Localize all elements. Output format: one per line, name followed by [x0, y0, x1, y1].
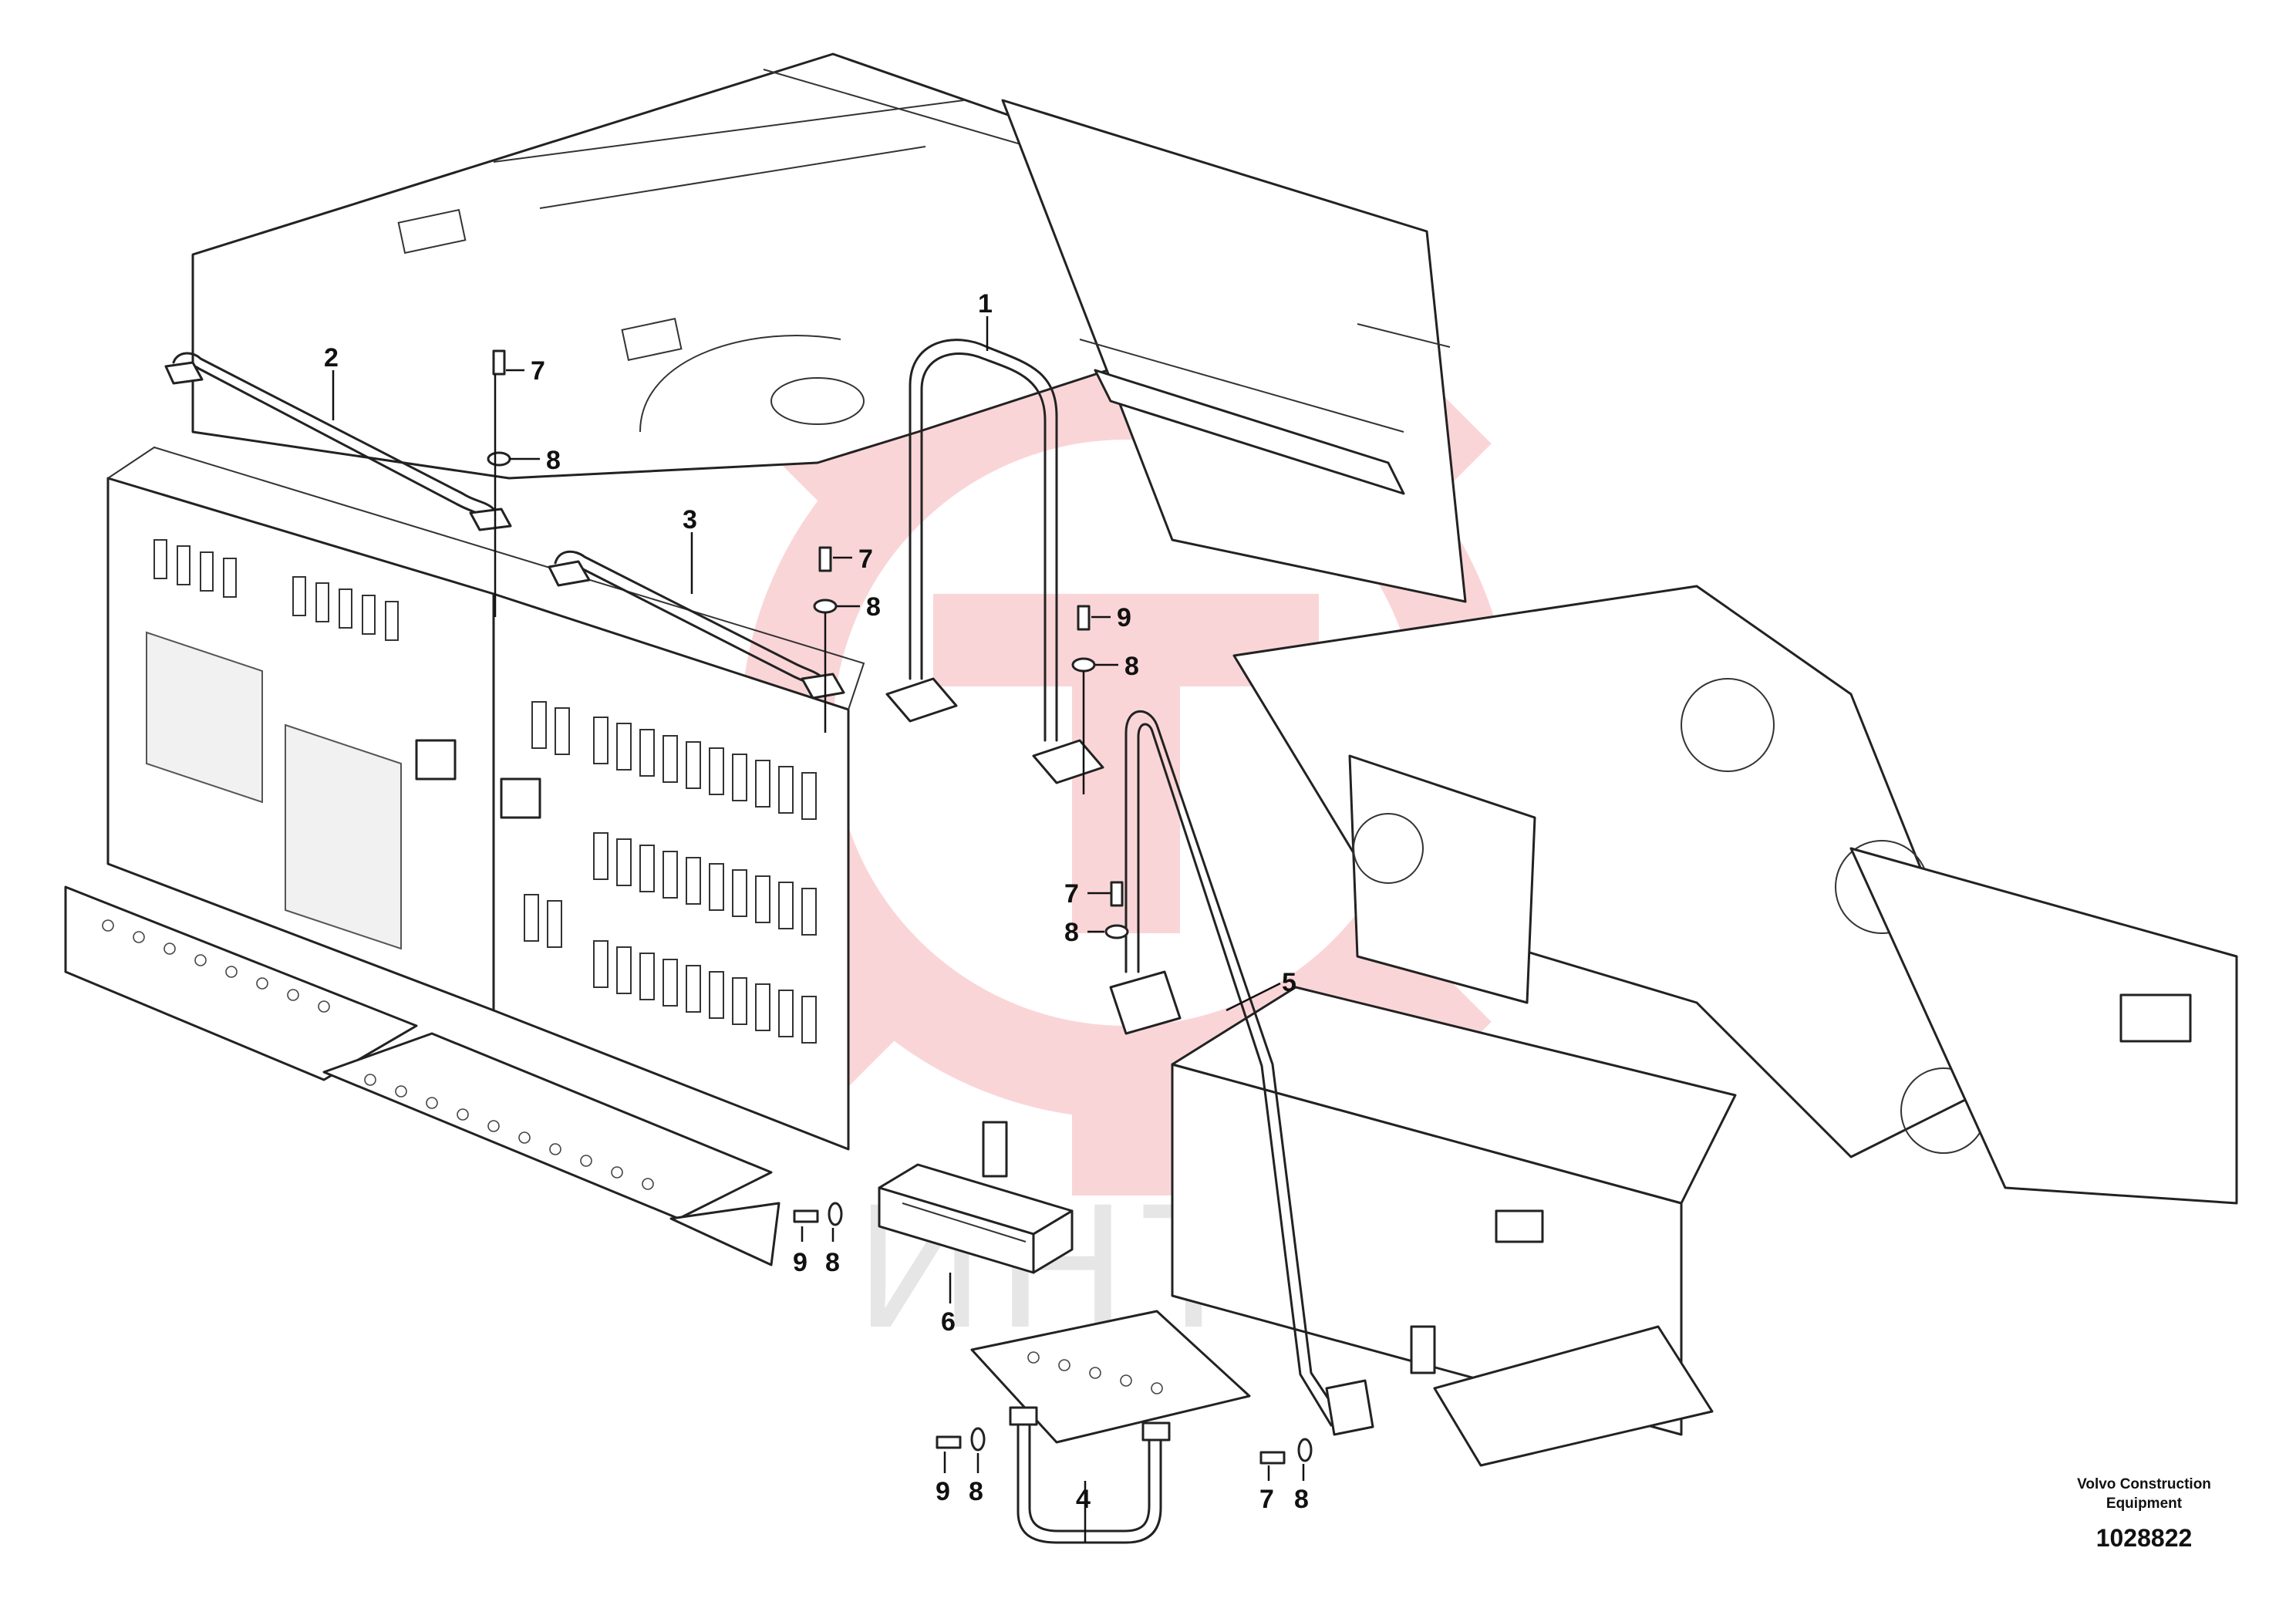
- callout-8-d: 8: [1064, 918, 1079, 947]
- part-6-step: [878, 1121, 1074, 1274]
- callout-8-a: 8: [546, 446, 561, 475]
- left-panel-lock: [415, 739, 457, 781]
- callout-9-c: 9: [936, 1477, 950, 1506]
- callout-labels: 1 2 3 4 5 6 7 8 7 8 9 8 7 8 9 8 9 8 7 8: [324, 289, 1309, 1514]
- caption-block: Volvo Construction Equipment 1028822: [2077, 1476, 2211, 1552]
- part-2-handrail: [164, 352, 512, 531]
- callout-9-a: 9: [1117, 603, 1131, 632]
- walkway-plates: [64, 885, 1251, 1444]
- front-panel-grille: [524, 701, 817, 1044]
- callout-8-f: 8: [969, 1477, 983, 1506]
- callout-6: 6: [941, 1307, 956, 1337]
- front-panel-lock: [500, 777, 541, 819]
- upper-frame-structure: [1001, 99, 2238, 1467]
- callout-4: 4: [1076, 1485, 1091, 1514]
- company-name-line2: Equipment: [2106, 1496, 2183, 1512]
- part-3-handrail: [548, 550, 845, 700]
- callout-8-e: 8: [825, 1248, 840, 1277]
- document-number: 1028822: [2096, 1524, 2193, 1552]
- callout-1: 1: [978, 289, 993, 319]
- callout-7-d: 7: [1259, 1485, 1274, 1514]
- part-4-grab-handle: [1009, 1406, 1171, 1544]
- callout-8-b: 8: [866, 592, 881, 622]
- part-5-handrail: [1109, 710, 1374, 1436]
- callout-7-b: 7: [858, 545, 873, 574]
- left-panel-grille: [146, 539, 402, 950]
- callout-9-b: 9: [793, 1248, 807, 1277]
- leader-lines: [332, 316, 1305, 1543]
- callout-8-c: 8: [1124, 652, 1139, 681]
- company-name-line1: Volvo Construction: [2077, 1476, 2211, 1492]
- callout-8-g: 8: [1294, 1485, 1309, 1514]
- callout-5: 5: [1282, 968, 1296, 997]
- callout-7-c: 7: [1064, 879, 1079, 909]
- callout-2: 2: [324, 343, 339, 373]
- callout-3: 3: [683, 505, 697, 534]
- callout-7-a: 7: [531, 356, 545, 386]
- engine-hood: [106, 52, 1228, 1151]
